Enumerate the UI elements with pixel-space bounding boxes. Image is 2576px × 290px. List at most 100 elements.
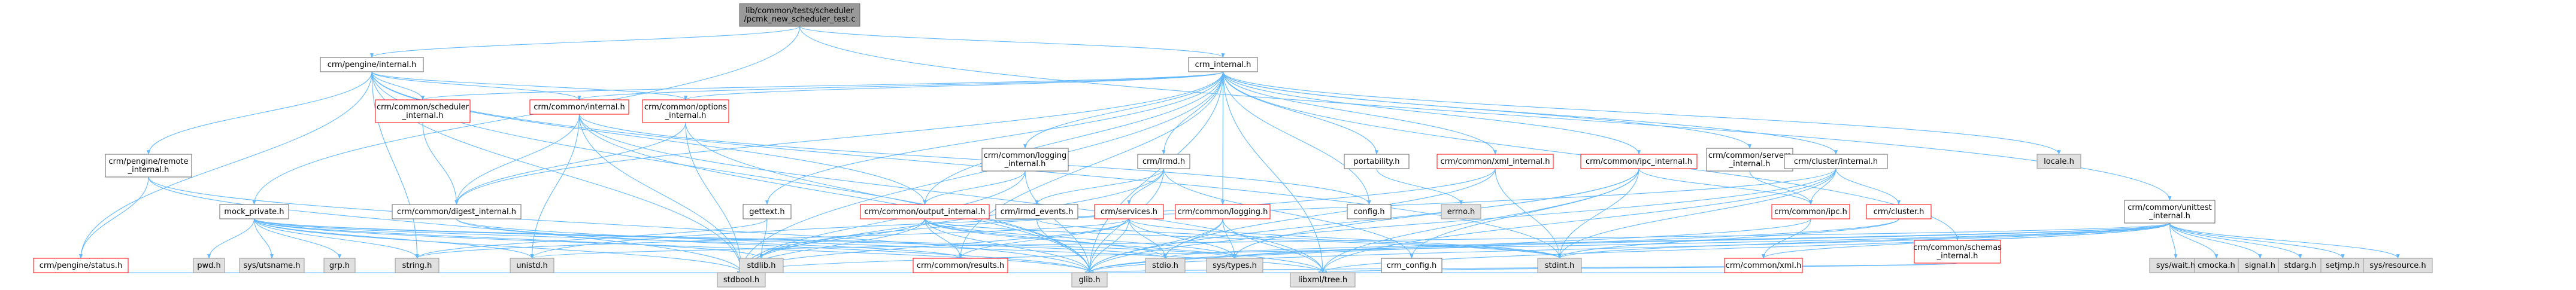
edge-remote-internal-to-glib (148, 176, 1092, 273)
edge-services-to-systypes (1128, 218, 1237, 259)
node-lrmd-events[interactable]: crm/lrmd_events.h (995, 204, 1078, 219)
node-box (1175, 204, 1271, 219)
edge-mock-private-to-glib (253, 218, 1092, 273)
node-label: lib/common/tests/scheduler (745, 7, 854, 16)
node-label: crm/common/schemas (1913, 243, 2002, 252)
node-mock-private[interactable]: mock_private.h (219, 204, 289, 219)
node-crm-internal[interactable]: crm_internal.h (1188, 57, 1258, 72)
edge-ipc-internal-to-libxml (1320, 168, 1639, 273)
node-label: crm/common/xml_internal.h (1440, 157, 1550, 166)
node-common-xml[interactable]: crm/common/xml.h (1724, 258, 1803, 273)
node-cluster[interactable]: crm/cluster.h (1866, 204, 1932, 219)
node-xml-internal[interactable]: crm/common/xml_internal.h (1437, 154, 1554, 169)
node-label: crm/lrmd.h (1142, 157, 1185, 166)
node-common-internal[interactable]: crm/common/internal.h (529, 99, 629, 115)
node-schemas-internal[interactable]: crm/common/schemas_internal.h (1913, 240, 2002, 264)
node-gettext[interactable]: gettext.h (743, 204, 792, 219)
node-logging[interactable]: crm/common/logging.h (1175, 204, 1271, 219)
edge-unittest-internal-to-libxml (1321, 222, 2171, 273)
node-pengine-status[interactable]: crm/pengine/status.h (33, 258, 129, 273)
node-pwd: pwd.h (193, 258, 225, 273)
edge-ipc-internal-to-ipc (1638, 168, 1813, 205)
node-box (1344, 154, 1410, 169)
edge-crm-internal-to-glib (1087, 71, 1224, 273)
edge-crm-internal-to-locale (1222, 71, 2061, 155)
edge-services-to-stdio (1128, 218, 1168, 259)
node-label: crm/cluster/internal.h (1794, 157, 1878, 166)
node-box (193, 258, 225, 273)
node-errno: errno.h (1441, 204, 1481, 219)
edge-logging-internal-to-stdbool (739, 170, 1026, 273)
node-config[interactable]: config.h (1347, 204, 1392, 219)
edge-options-internal-to-glib (685, 122, 1092, 273)
node-box (1094, 204, 1164, 219)
node-cluster-internal[interactable]: crm/cluster/internal.h (1784, 154, 1888, 169)
node-box (2238, 258, 2283, 273)
edge-root-to-pengine-internal (370, 26, 801, 58)
edge-cluster-internal-to-glib (1087, 168, 1836, 273)
node-label: _internal.h (402, 111, 444, 120)
node-box (743, 204, 792, 219)
node-box (642, 99, 729, 123)
node-box (375, 99, 471, 123)
node-label: sys/types.h (1213, 261, 1257, 270)
node-box (981, 148, 1069, 172)
edge-mock-private-to-grp (253, 218, 342, 259)
node-libxml: libxml/tree.h (1290, 272, 1356, 288)
node-box (1206, 258, 1263, 273)
node-label: crm/common/logging.h (1178, 207, 1268, 216)
edge-mock-private-to-systypes (253, 218, 1237, 259)
node-box (105, 154, 192, 178)
node-label: crm/lrmd_events.h (1001, 207, 1074, 216)
edge-xml-internal-to-stdint (1495, 168, 1562, 259)
node-unittest-internal[interactable]: crm/common/unittest_internal.h (2124, 200, 2216, 224)
edge-portability-to-errno (1376, 168, 1463, 205)
node-digest-internal[interactable]: crm/common/digest_internal.h (392, 204, 522, 219)
node-options-internal[interactable]: crm/common/options_internal.h (642, 99, 729, 123)
node-ipc[interactable]: crm/common/ipc.h (1771, 204, 1850, 219)
node-output-internal[interactable]: crm/common/output_internal.h (860, 204, 990, 219)
node-box (1784, 154, 1888, 169)
node-label: crm/common/scheduler (377, 103, 469, 112)
edge-common-internal-to-glib (578, 114, 1092, 273)
node-remote-internal[interactable]: crm/pengine/remote_internal.h (105, 154, 192, 178)
node-label: crm/common/options (644, 103, 727, 112)
edge-common-internal-to-digest-internal (454, 114, 580, 205)
node-ipc-internal[interactable]: crm/common/ipc_internal.h (1580, 154, 1698, 169)
edge-common-internal-to-stdbool (578, 114, 744, 273)
node-crm-config[interactable]: crm_config.h (1381, 258, 1442, 273)
node-scheduler-internal[interactable]: crm/common/scheduler_internal.h (375, 99, 471, 123)
edge-cluster-internal-to-libxml (1320, 168, 1836, 273)
edge-cluster-to-glib (1087, 218, 1899, 273)
node-lrmd[interactable]: crm/lrmd.h (1137, 154, 1190, 169)
edge-output-internal-to-glib (924, 218, 1092, 273)
node-logging-internal[interactable]: crm/common/logging_internal.h (981, 148, 1069, 172)
node-box (1381, 258, 1442, 273)
node-box (1145, 258, 1186, 273)
edge-root-to-mock-private (252, 26, 801, 205)
edge-logging-to-glib (1087, 218, 1223, 273)
edge-pengine-internal-to-remote-internal (146, 71, 372, 155)
node-results[interactable]: crm/common/results.h (913, 258, 1008, 273)
edge-cluster-internal-to-cluster (1835, 168, 1901, 205)
node-label: crm_internal.h (1195, 60, 1251, 69)
node-root[interactable]: lib/common/tests/scheduler/pcmk_new_sche… (739, 3, 860, 27)
node-label: stdbool.h (723, 276, 759, 285)
node-systypes: sys/types.h (1206, 258, 1263, 273)
edge-unittest-internal-to-syswait (2169, 222, 2178, 259)
edge-output-internal-to-stdint (924, 218, 1562, 259)
node-portability[interactable]: portability.h (1344, 154, 1410, 169)
node-services[interactable]: crm/services.h (1094, 204, 1164, 219)
node-label: gettext.h (749, 207, 784, 216)
edge-pengine-internal-to-output-internal (371, 71, 927, 205)
edge-ipc-to-common-xml (1761, 218, 1811, 259)
node-servers-internal[interactable]: crm/common/servers_internal.h (1706, 148, 1793, 172)
node-pengine-internal[interactable]: crm/pengine/internal.h (320, 57, 424, 72)
node-box (1188, 57, 1258, 72)
node-stdlib: stdlib.h (739, 258, 784, 273)
node-box (913, 258, 1008, 273)
edge-mock-private-to-results (253, 218, 962, 259)
node-syswait: sys/wait.h (2149, 258, 2202, 273)
node-label: crm/common/internal.h (534, 103, 625, 112)
